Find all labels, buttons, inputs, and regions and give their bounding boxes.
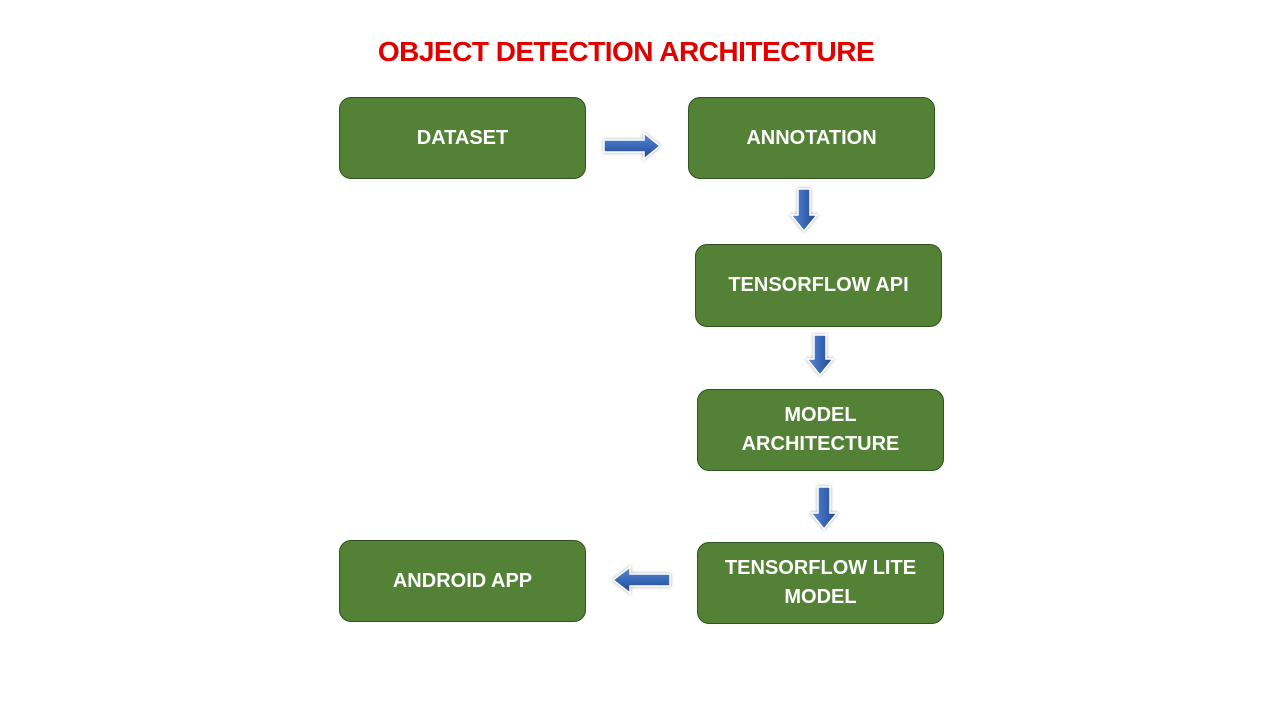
arrow-left-icon	[611, 565, 671, 595]
node-annotation-label: ANNOTATION	[746, 126, 877, 149]
node-dataset: DATASET	[339, 97, 586, 179]
node-tensorflow-api-label: TENSORFLOW API	[728, 274, 909, 296]
node-model-architecture-line-2: ARCHITECTURE	[741, 433, 900, 455]
node-android-app: ANDROID APP	[339, 540, 586, 622]
arrow-down-icon	[789, 188, 819, 233]
node-model-architecture-line-1: MODEL	[784, 404, 857, 426]
arrow-down-icon	[805, 334, 835, 377]
node-tensorflow-api: TENSORFLOW API	[695, 244, 942, 327]
arrow-down-icon	[809, 486, 839, 531]
node-tensorflow-lite-model-line-2: MODEL	[784, 586, 857, 608]
node-annotation: ANNOTATION	[688, 97, 935, 179]
node-android-app-label: ANDROID APP	[392, 569, 533, 592]
node-model-architecture: MODEL ARCHITECTURE	[697, 389, 944, 471]
node-dataset-label: DATASET	[416, 126, 509, 149]
arrow-right-icon	[603, 131, 662, 161]
page-title: OBJECT DETECTION ARCHITECTURE	[377, 36, 875, 67]
node-tensorflow-lite-model-line-1: TENSORFLOW LITE	[724, 557, 917, 579]
node-tensorflow-lite-model: TENSORFLOW LITE MODEL	[697, 542, 944, 624]
